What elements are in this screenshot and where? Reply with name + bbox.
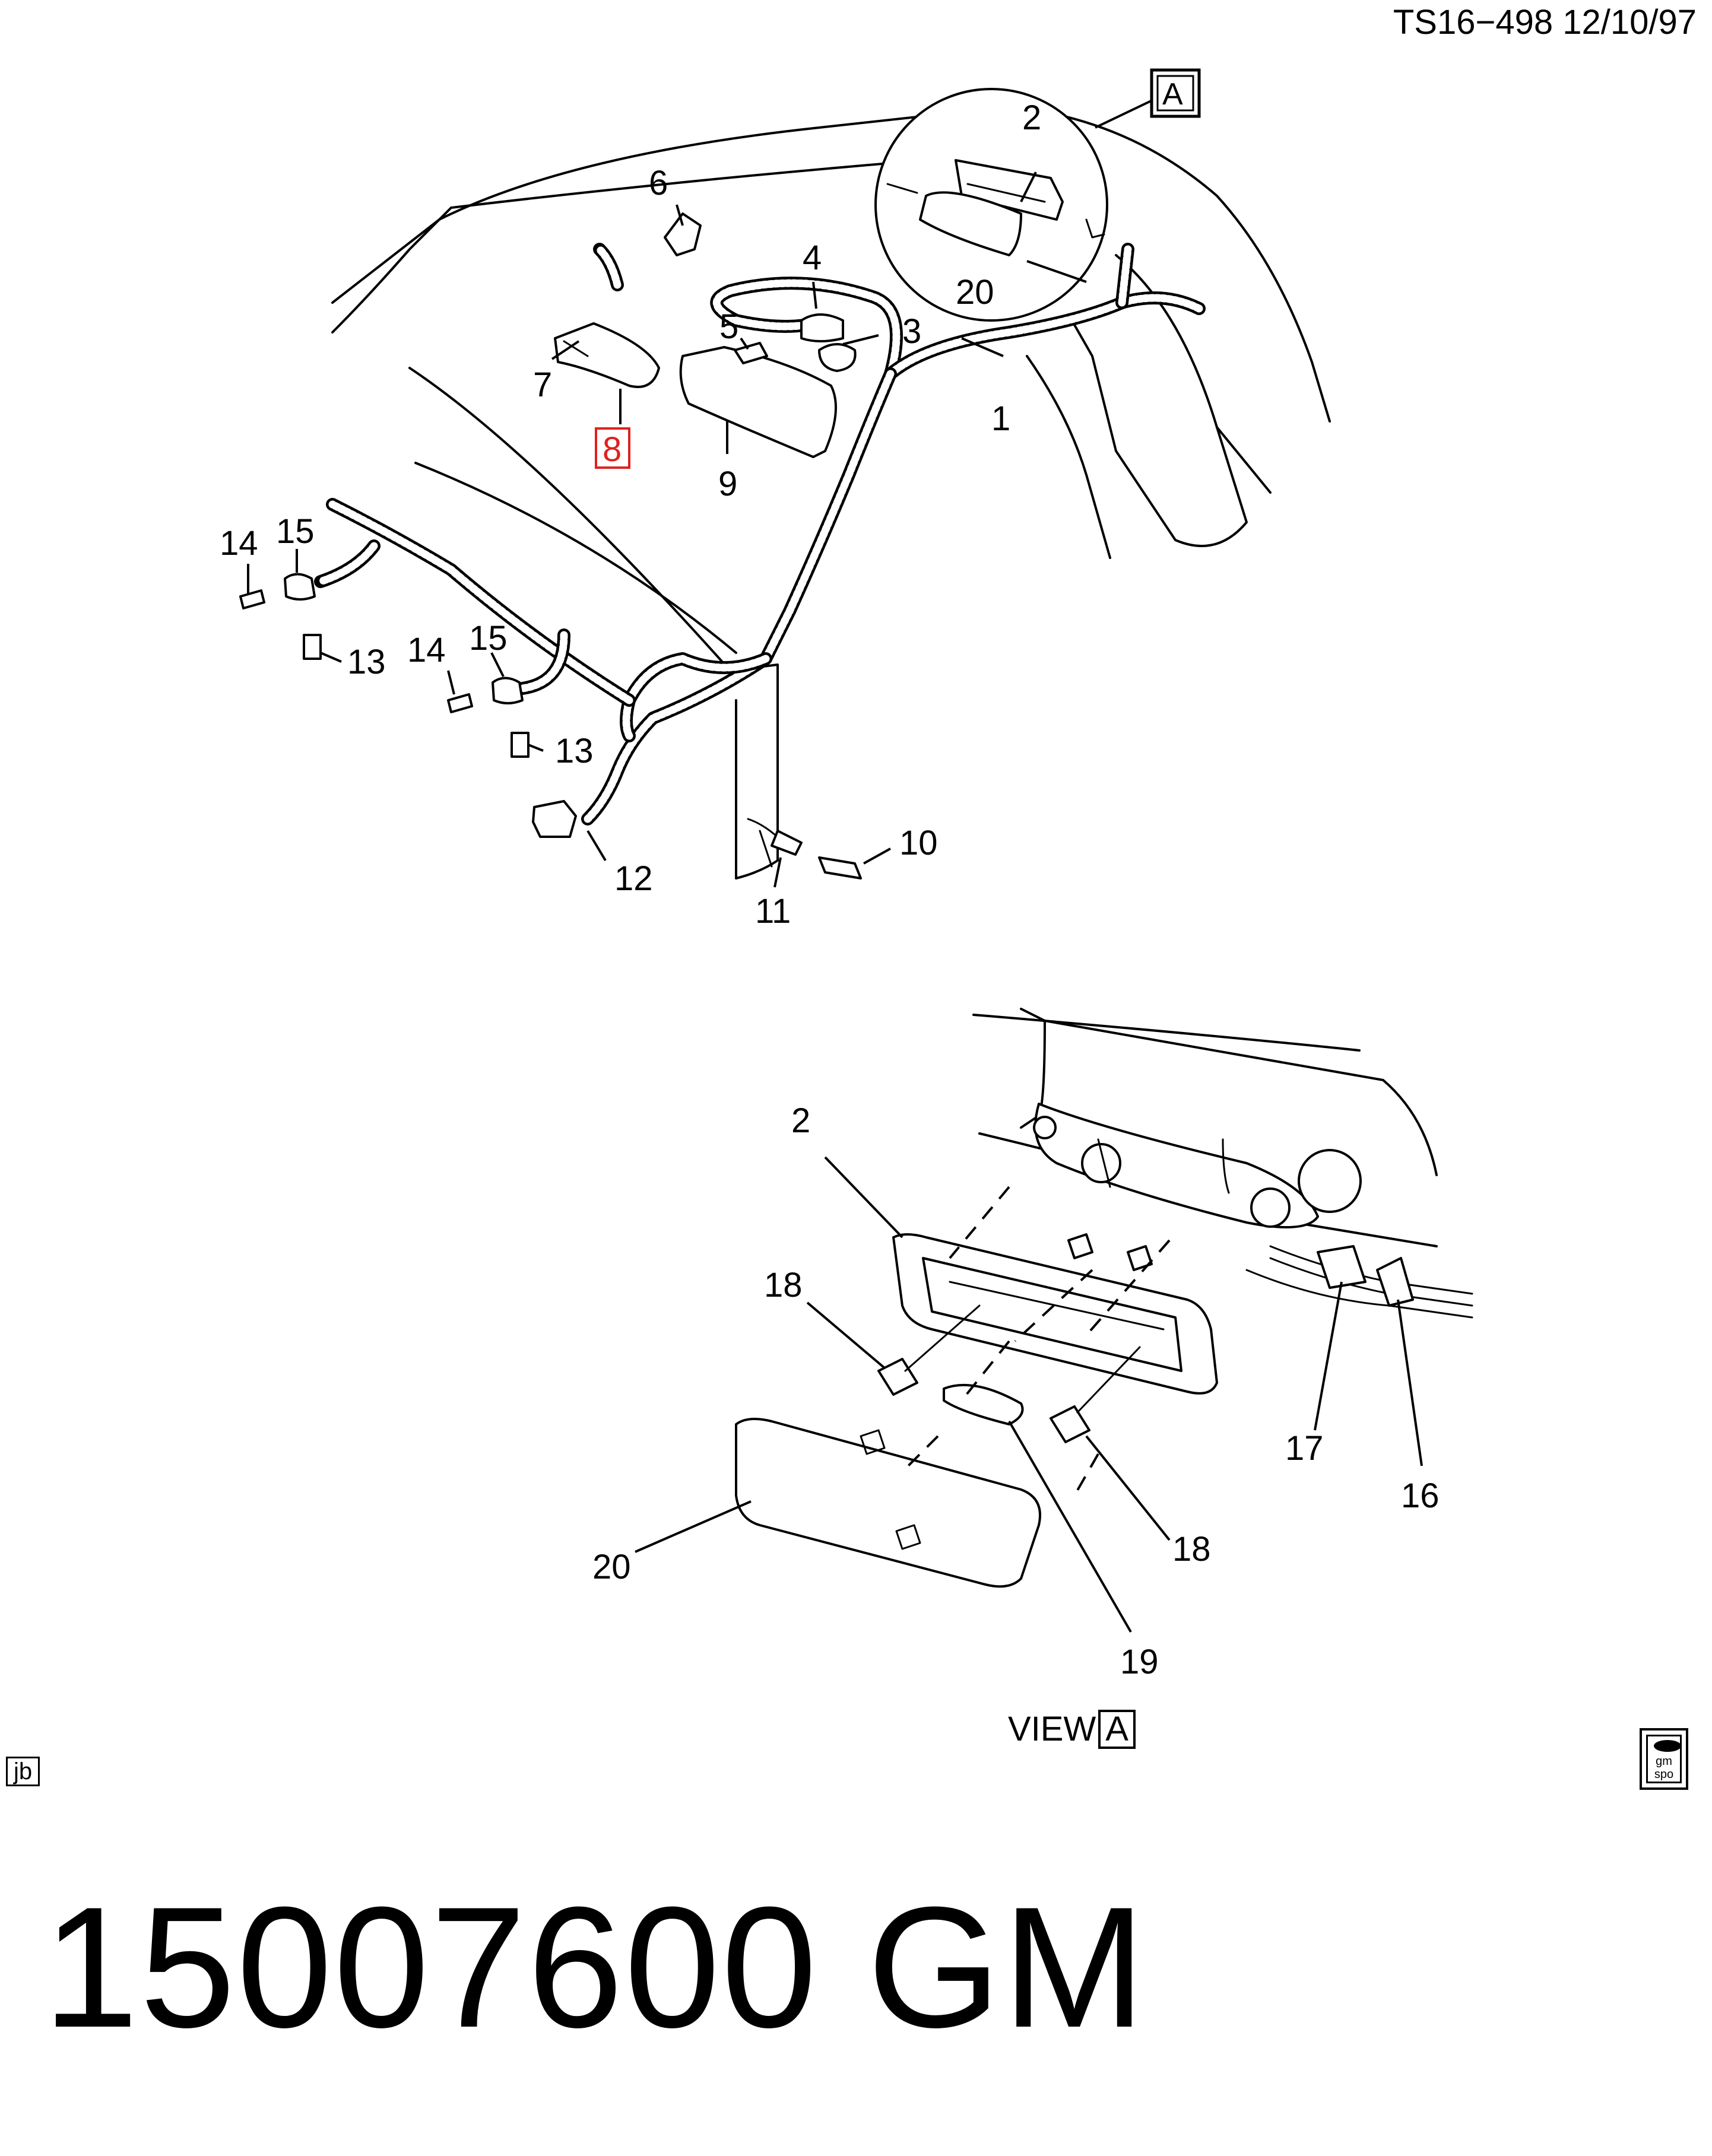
callout-12: 12 bbox=[614, 859, 653, 898]
callout-4: 4 bbox=[803, 239, 822, 277]
logo-line-2: spo bbox=[1654, 1768, 1674, 1781]
callout-3: 3 bbox=[902, 312, 921, 351]
callout-15a: 15 bbox=[276, 512, 315, 551]
jb-label: jb bbox=[6, 1757, 40, 1786]
callout-5: 5 bbox=[719, 307, 738, 346]
callout-8: 8 bbox=[603, 430, 622, 469]
callout-2-detail: 2 bbox=[1022, 99, 1041, 137]
callout-20-detail: 20 bbox=[956, 273, 994, 312]
callout-13a: 13 bbox=[347, 643, 386, 681]
view-a-text: VIEW bbox=[1008, 1710, 1096, 1748]
callout-2-view: 2 bbox=[791, 1101, 810, 1140]
callout-leaders bbox=[247, 172, 1423, 1633]
callout-7: 7 bbox=[533, 366, 552, 404]
logo-line-1: gm bbox=[1656, 1755, 1672, 1768]
callout-1: 1 bbox=[991, 399, 1010, 438]
callout-13b: 13 bbox=[555, 732, 594, 770]
roof-wiring-harness bbox=[314, 243, 1206, 825]
gm-spo-logo-icon: gm spo bbox=[1640, 1728, 1688, 1790]
callout-17: 17 bbox=[1285, 1429, 1324, 1468]
callout-11: 11 bbox=[755, 892, 791, 931]
drawing-id-label: TS16−498 12/10/97 bbox=[1393, 3, 1697, 42]
callout-16: 16 bbox=[1401, 1477, 1440, 1515]
detail-a-circle bbox=[874, 88, 1164, 322]
detail-a-marker: A bbox=[1150, 68, 1201, 118]
callout-19: 19 bbox=[1120, 1643, 1159, 1681]
callout-15b: 15 bbox=[469, 619, 508, 658]
callout-18a: 18 bbox=[764, 1266, 803, 1304]
part-number-label: 15007600 GM bbox=[43, 1871, 1147, 2063]
cab-roof-outline bbox=[331, 106, 1331, 879]
callout-9: 9 bbox=[718, 465, 737, 503]
callout-18b: 18 bbox=[1172, 1530, 1211, 1568]
view-a-letter: A bbox=[1098, 1709, 1136, 1749]
callout-14a: 14 bbox=[220, 524, 258, 563]
detail-a-letter: A bbox=[1162, 77, 1183, 112]
callout-14b: 14 bbox=[407, 631, 446, 669]
callout-10: 10 bbox=[899, 824, 938, 862]
view-a-exploded bbox=[735, 1008, 1473, 1588]
callout-8-highlight-box bbox=[595, 427, 630, 469]
roof-components bbox=[239, 212, 862, 879]
callout-6: 6 bbox=[649, 164, 668, 202]
callout-labels: 1 2 3 4 5 6 7 8 9 10 11 12 13 13 14 14 1… bbox=[220, 99, 1440, 1681]
callout-20-view: 20 bbox=[592, 1548, 631, 1586]
view-a-label: VIEW A bbox=[1008, 1709, 1136, 1749]
